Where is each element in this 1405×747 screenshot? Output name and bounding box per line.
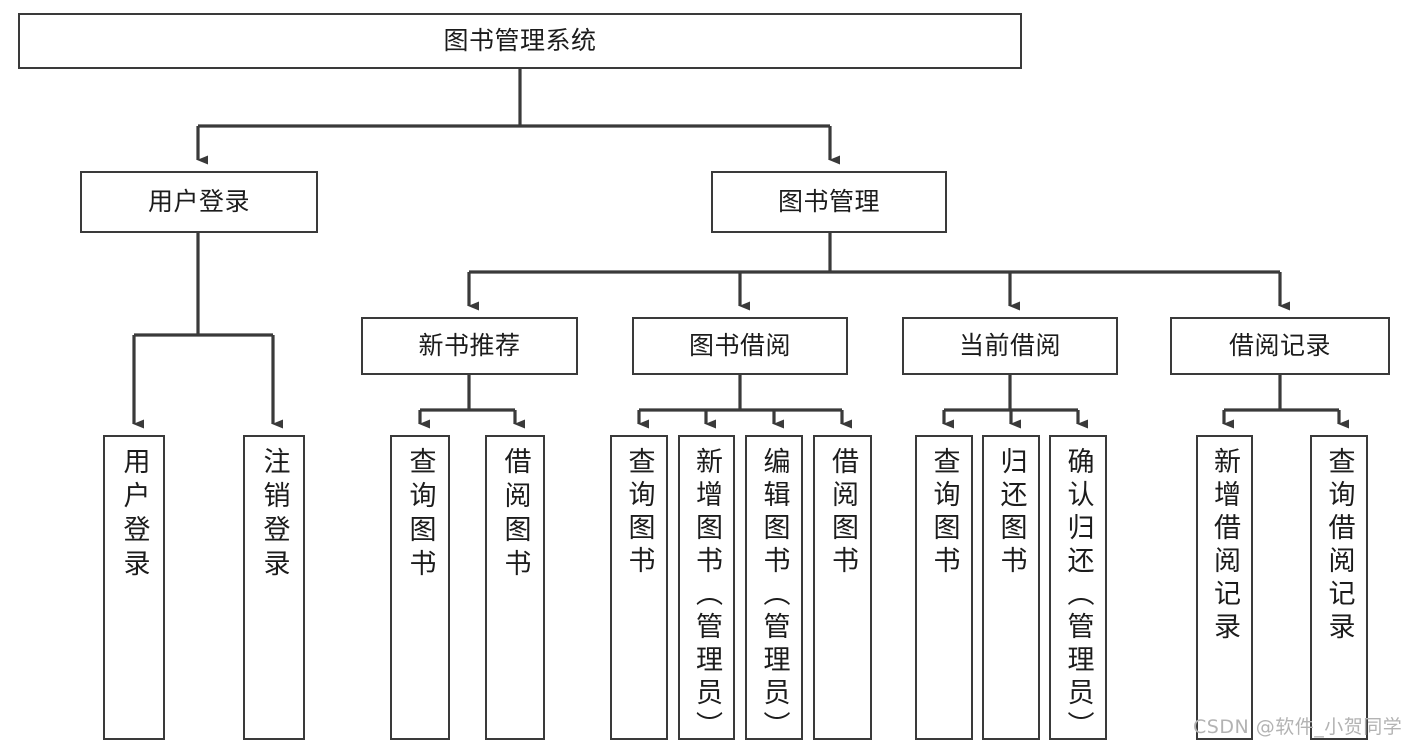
node-label-root: 图书管理系统 <box>443 26 597 55</box>
node-label-leaf-return-book: 归还图书 <box>995 447 1027 579</box>
node-leaf-query-book-current[interactable]: 查询图书 <box>915 435 973 740</box>
node-leaf-query-borrow-record[interactable]: 查询借阅记录 <box>1310 435 1368 740</box>
node-current-borrow[interactable]: 当前借阅 <box>902 317 1118 375</box>
node-root-system[interactable]: 图书管理系统 <box>18 13 1022 69</box>
node-label-leaf-edit-book-admin: 编辑图书（管理员） <box>758 447 790 744</box>
node-label-book-borrow: 图书借阅 <box>688 331 791 360</box>
node-leaf-logout[interactable]: 注销登录 <box>243 435 305 740</box>
node-leaf-user-login[interactable]: 用户登录 <box>103 435 165 740</box>
node-label-leaf-query-book-current: 查询图书 <box>928 447 960 579</box>
node-label-leaf-query-borrow-record: 查询借阅记录 <box>1323 447 1355 645</box>
node-label-borrow-records: 借阅记录 <box>1228 331 1331 360</box>
csdn-watermark: CSDN @软件_小贺同学 <box>1193 716 1403 738</box>
node-label-leaf-confirm-return-admin: 确认归还（管理员） <box>1062 447 1094 744</box>
node-leaf-confirm-return-admin[interactable]: 确认归还（管理员） <box>1049 435 1107 744</box>
node-leaf-query-book-borrow[interactable]: 查询图书 <box>610 435 668 740</box>
node-book-borrow[interactable]: 图书借阅 <box>632 317 848 375</box>
node-label-leaf-query-book-borrow: 查询图书 <box>623 447 655 579</box>
node-leaf-query-book-new[interactable]: 查询图书 <box>390 435 450 740</box>
node-label-leaf-user-login: 用户登录 <box>118 447 150 583</box>
node-label-leaf-query-book-new: 查询图书 <box>404 447 436 583</box>
node-leaf-borrow-book-new[interactable]: 借阅图书 <box>485 435 545 740</box>
node-leaf-add-book-admin[interactable]: 新增图书（管理员） <box>678 435 735 744</box>
node-leaf-edit-book-admin[interactable]: 编辑图书（管理员） <box>745 435 803 744</box>
node-label-new-book-recommend: 新书推荐 <box>418 331 521 360</box>
node-label-leaf-borrow-book: 借阅图书 <box>827 447 858 579</box>
node-label-leaf-add-book-admin: 新增图书（管理员） <box>691 447 722 744</box>
node-label-book-management: 图书管理 <box>777 187 880 216</box>
node-new-book-recommend[interactable]: 新书推荐 <box>361 317 578 375</box>
node-leaf-add-borrow-record[interactable]: 新增借阅记录 <box>1196 435 1253 740</box>
node-borrow-records[interactable]: 借阅记录 <box>1170 317 1390 375</box>
node-leaf-borrow-book[interactable]: 借阅图书 <box>813 435 872 740</box>
node-label-leaf-borrow-book-new: 借阅图书 <box>499 447 531 583</box>
node-label-leaf-add-borrow-record: 新增借阅记录 <box>1209 447 1240 645</box>
node-book-management[interactable]: 图书管理 <box>711 171 947 233</box>
node-label-user-login: 用户登录 <box>147 187 250 216</box>
node-leaf-return-book[interactable]: 归还图书 <box>982 435 1040 740</box>
node-user-login[interactable]: 用户登录 <box>80 171 318 233</box>
node-label-current-borrow: 当前借阅 <box>958 331 1061 360</box>
node-label-leaf-logout: 注销登录 <box>258 447 290 583</box>
